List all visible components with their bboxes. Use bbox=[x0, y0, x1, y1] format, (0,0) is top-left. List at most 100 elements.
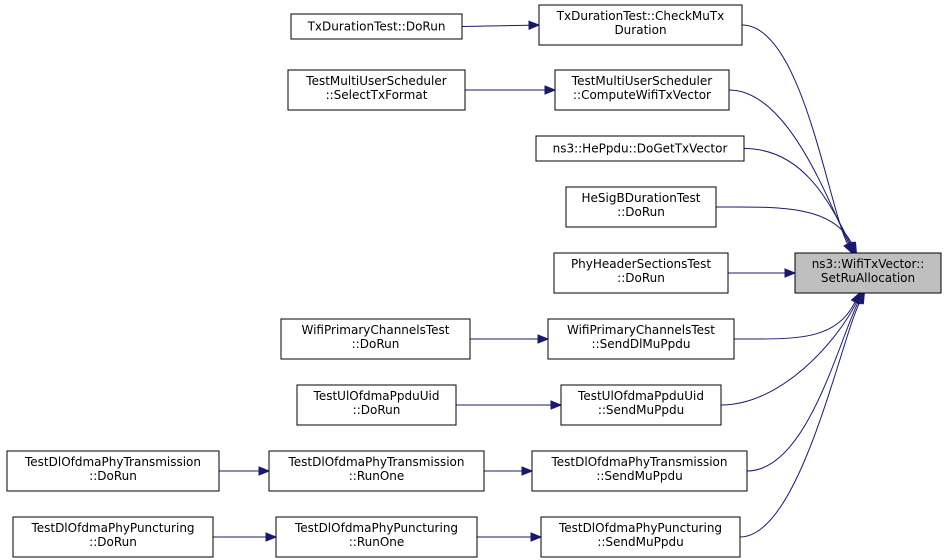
node-box bbox=[560, 384, 722, 426]
edge-n5-to-root bbox=[743, 148, 856, 255]
node-label: ns3::HePpdu::DoGetTxVector bbox=[553, 142, 728, 156]
edge-n2-to-root bbox=[741, 24, 853, 255]
caller-node[interactable]: TxDurationTest::DoRun bbox=[290, 13, 463, 40]
edge-n3-to-n4 bbox=[465, 85, 557, 95]
root-node[interactable]: ns3::WifiTxVector::SetRuAllocation bbox=[794, 252, 942, 294]
node-label: TestDlOfdmaPhyTransmission bbox=[288, 455, 465, 469]
node-label: TestDlOfdmaPhyPuncturing bbox=[558, 521, 722, 535]
edge-line bbox=[715, 206, 853, 245]
node-box bbox=[290, 13, 463, 40]
caller-node[interactable]: TestDlOfdmaPhyTransmission::DoRun bbox=[6, 450, 220, 492]
node-label: ::DoRun bbox=[89, 469, 137, 483]
arrowhead bbox=[258, 466, 271, 476]
node-label: HeSigBDurationTest bbox=[582, 191, 701, 205]
node-label: SetRuAllocation bbox=[821, 271, 915, 285]
node-box bbox=[275, 516, 478, 558]
caller-node[interactable]: TestDlOfdmaPhyPuncturing::RunOne bbox=[275, 516, 478, 558]
node-box bbox=[287, 69, 466, 111]
node-box bbox=[12, 516, 214, 558]
arrowhead bbox=[530, 532, 543, 542]
caller-node[interactable]: TestDlOfdmaPhyPuncturing::DoRun bbox=[12, 516, 214, 558]
node-label: TxDurationTest::CheckMuTx bbox=[556, 9, 725, 23]
edge-n10-to-n11 bbox=[456, 400, 563, 410]
node-label: ::DoRun bbox=[617, 271, 665, 285]
node-label: Duration bbox=[614, 23, 666, 37]
caller-node[interactable]: WifiPrimaryChannelsTest::DoRun bbox=[280, 318, 471, 360]
node-label: TestUlOfdmaPpduUid bbox=[313, 389, 440, 403]
node-label: ::RunOne bbox=[349, 469, 405, 483]
arrowhead bbox=[544, 85, 557, 95]
node-box bbox=[296, 384, 457, 426]
caller-node[interactable]: TestMultiUserScheduler::SelectTxFormat bbox=[287, 69, 466, 111]
node-box bbox=[280, 318, 471, 360]
node-box bbox=[794, 252, 942, 294]
node-label: TestDlOfdmaPhyPuncturing bbox=[30, 521, 194, 535]
caller-node[interactable]: ns3::HePpdu::DoGetTxVector bbox=[535, 135, 745, 162]
node-label: TestMultiUserScheduler bbox=[305, 74, 446, 88]
arrowhead bbox=[784, 268, 797, 278]
node-label: ::SelectTxFormat bbox=[326, 88, 428, 102]
node-label: ::RunOne bbox=[349, 535, 405, 549]
edge-line bbox=[733, 301, 856, 340]
caller-node[interactable]: WifiPrimaryChannelsTest::SendDlMuPpdu bbox=[547, 318, 735, 360]
node-label: ::SendMuPpdu bbox=[597, 535, 683, 549]
caller-node[interactable]: TestMultiUserScheduler::ComputeWifiTxVec… bbox=[554, 69, 730, 111]
edge-line bbox=[741, 24, 849, 245]
edge-line bbox=[739, 301, 861, 538]
node-label: TestDlOfdmaPhyTransmission bbox=[24, 455, 201, 469]
caller-node[interactable]: TestUlOfdmaPpduUid::DoRun bbox=[296, 384, 457, 426]
node-label: PhyHeaderSectionsTest bbox=[571, 257, 711, 271]
node-label: TestUlOfdmaPpduUid bbox=[577, 389, 704, 403]
caller-node[interactable]: TestUlOfdmaPpduUid::SendMuPpdu bbox=[560, 384, 722, 426]
edge-n14-to-root bbox=[746, 291, 864, 472]
caller-node[interactable]: TestDlOfdmaPhyPuncturing::SendMuPpdu bbox=[540, 516, 741, 558]
arrowhead bbox=[528, 20, 541, 30]
arrowhead bbox=[550, 400, 563, 410]
node-label: ::DoRun bbox=[89, 535, 137, 549]
edge-n11-to-root bbox=[720, 291, 862, 406]
edge-n15-to-n16 bbox=[213, 532, 278, 542]
edge-n16-to-n17 bbox=[477, 532, 543, 542]
edge-layer bbox=[213, 20, 865, 542]
node-box bbox=[554, 69, 730, 111]
caller-node[interactable]: HeSigBDurationTest::DoRun bbox=[565, 186, 717, 228]
arrowhead bbox=[521, 466, 534, 476]
edge-n13-to-n14 bbox=[484, 466, 534, 476]
node-box bbox=[268, 450, 485, 492]
arrowhead bbox=[265, 532, 278, 542]
node-label: WifiPrimaryChannelsTest bbox=[301, 323, 449, 337]
edge-n7-to-root bbox=[728, 268, 797, 278]
node-label: ::SendDlMuPpdu bbox=[592, 337, 691, 351]
arrowhead bbox=[855, 291, 865, 305]
node-box bbox=[553, 252, 729, 294]
node-box bbox=[540, 516, 741, 558]
edge-line bbox=[720, 301, 858, 406]
caller-node[interactable]: PhyHeaderSectionsTest::DoRun bbox=[553, 252, 729, 294]
node-layer: TxDurationTest::DoRun TxDurationTest::Che… bbox=[6, 4, 942, 558]
node-label: TestDlOfdmaPhyPuncturing bbox=[294, 521, 458, 535]
node-box bbox=[535, 135, 745, 162]
edge-line bbox=[461, 24, 530, 27]
node-label: WifiPrimaryChannelsTest bbox=[567, 323, 715, 337]
node-label: TestDlOfdmaPhyTransmission bbox=[551, 455, 728, 469]
node-box bbox=[538, 4, 743, 46]
edge-n1-to-n2 bbox=[461, 20, 541, 30]
node-label: ::SendMuPpdu bbox=[596, 469, 682, 483]
edge-n8-to-n9 bbox=[470, 334, 550, 344]
node-label: TxDurationTest::DoRun bbox=[307, 20, 446, 34]
arrowhead bbox=[847, 241, 858, 255]
edge-line bbox=[746, 301, 859, 472]
edge-n6-to-root bbox=[715, 206, 858, 255]
caller-node[interactable]: TestDlOfdmaPhyTransmission::RunOne bbox=[268, 450, 485, 492]
node-label: TestMultiUserScheduler bbox=[571, 74, 712, 88]
edge-n4-to-root bbox=[728, 89, 855, 255]
node-box bbox=[565, 186, 717, 228]
node-label: ::DoRun bbox=[352, 337, 400, 351]
edge-line bbox=[743, 148, 851, 245]
node-box bbox=[531, 450, 748, 492]
node-box bbox=[6, 450, 220, 492]
caller-node[interactable]: TestDlOfdmaPhyTransmission::SendMuPpdu bbox=[531, 450, 748, 492]
node-label: ::DoRun bbox=[353, 403, 401, 417]
edge-line bbox=[728, 89, 850, 245]
